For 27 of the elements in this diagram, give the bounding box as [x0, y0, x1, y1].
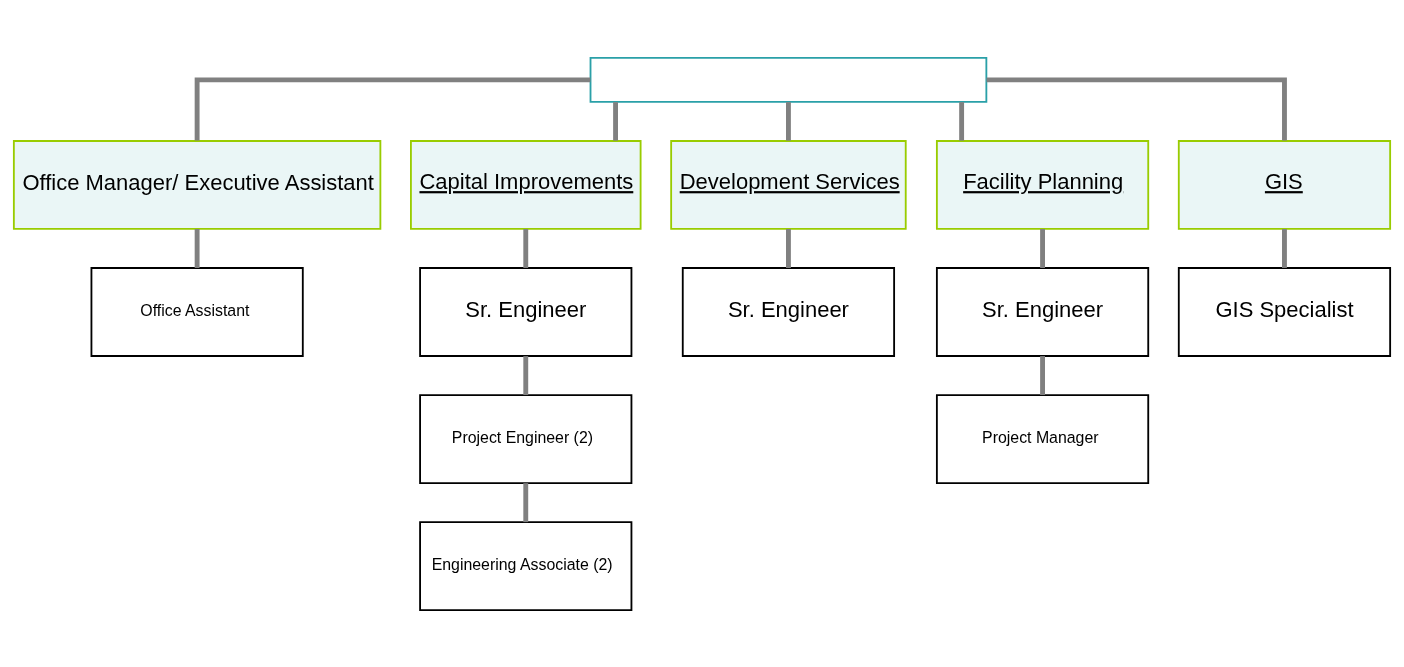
connector	[786, 228, 791, 268]
node-box: Office Assistant	[90, 266, 304, 357]
node-box: Capital Improvements	[410, 139, 642, 230]
connector	[959, 101, 965, 141]
node-box: Development Services	[670, 139, 907, 230]
node-box: Sr. Engineer	[935, 266, 1150, 357]
connector	[1282, 228, 1287, 268]
connector	[194, 76, 591, 140]
connector	[523, 355, 529, 395]
node-box: Sr. Engineer	[419, 266, 633, 357]
connector	[194, 228, 200, 268]
connector	[1040, 355, 1045, 395]
connector	[523, 482, 529, 522]
connector	[986, 76, 1287, 140]
node-box: Engineering Associate (2)	[419, 520, 633, 611]
node-box: Project Manager	[935, 393, 1150, 484]
node-box: GIS Specialist	[1177, 266, 1392, 357]
connector	[613, 101, 618, 141]
node-box: Office Manager/ Executive Assistant	[12, 139, 382, 230]
connector	[786, 101, 791, 141]
node-box: GIS	[1177, 139, 1392, 230]
node-box: Project Engineer (2)	[419, 393, 633, 484]
node-box: Sr. Engineer	[681, 266, 896, 357]
node-box	[589, 56, 988, 103]
connector	[1040, 228, 1045, 268]
connector	[523, 228, 529, 268]
node-box: Facility Planning	[935, 139, 1150, 230]
